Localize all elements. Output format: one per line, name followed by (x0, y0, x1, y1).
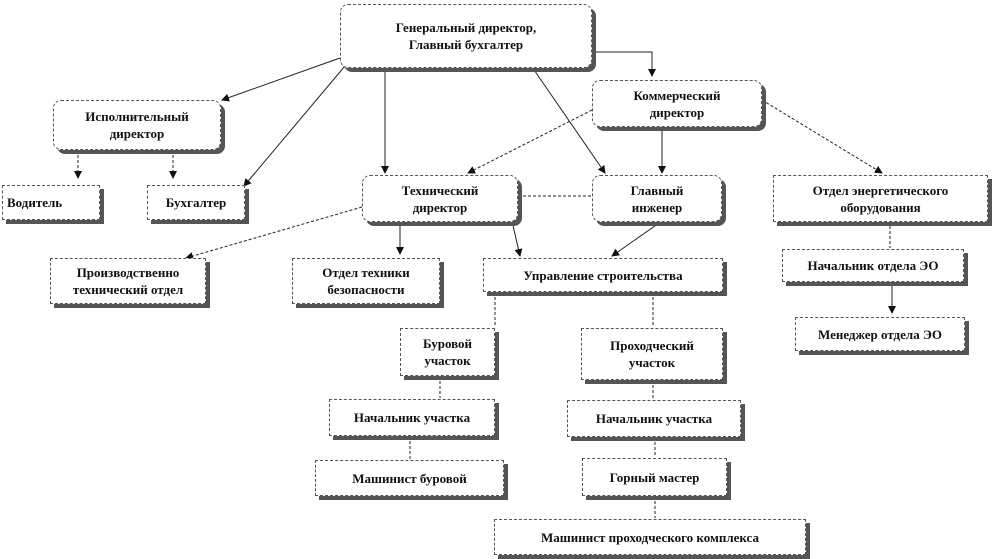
node-accountant: Бухгалтер (147, 185, 245, 220)
node-general-director: Генеральный директор, Главный бухгалтер (340, 4, 592, 68)
node-mining-master: Горный мастер (582, 458, 727, 496)
node-safety-dept: Отдел техники безопасности (292, 258, 440, 304)
node-tunneling-site: Проходческий участок (581, 328, 723, 380)
arrow-gen-to-comm (592, 51, 656, 77)
arrow-gen-to-accountant (243, 59, 351, 187)
node-energy-equipment-dept: Отдел энергетического оборудования (773, 175, 988, 222)
node-energy-dept-head: Начальник отдела ЭО (782, 249, 964, 282)
node-construction-management: Управление строительства (483, 258, 723, 292)
arrow-gen-to-chief-eng (529, 63, 606, 174)
node-drilling-site: Буровой участок (400, 328, 495, 376)
node-executive-director: Исполнительный директор (53, 100, 221, 150)
node-drilling-operator: Машинист буровой (315, 460, 504, 496)
node-chief-engineer: Главный инженер (592, 175, 722, 222)
arrow-tech-to-prod-tech (185, 206, 363, 260)
node-energy-dept-manager: Менеджер отдела ЭО (795, 317, 965, 351)
node-tunneling-complex-operator: Машинист проходческого комплекса (494, 519, 806, 555)
node-production-technical-dept: Производственно технический отдел (50, 258, 206, 304)
node-drilling-site-chief: Начальник участка (329, 399, 495, 436)
arrow-comm-to-energy (761, 99, 883, 174)
arrow-chief-eng-to-construction (611, 220, 663, 257)
node-technical-director: Технический директор (362, 175, 518, 222)
node-commercial-director: Коммерческий директор (592, 80, 762, 127)
arrow-tech-to-construction (511, 220, 523, 257)
node-tunneling-site-chief: Начальник участка (567, 400, 741, 437)
arrow-gen-to-exec (221, 57, 341, 102)
arrow-comm-to-tech (467, 109, 593, 174)
node-driver: Водитель (2, 185, 100, 220)
